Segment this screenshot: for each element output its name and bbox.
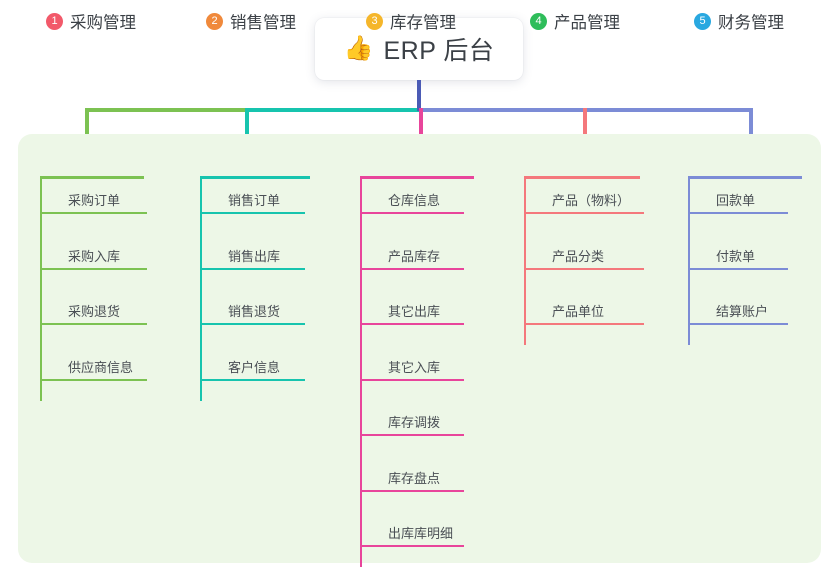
leaf-rule (524, 267, 644, 270)
branch-title-2: 销售管理 (230, 14, 296, 32)
leaf-rule (40, 212, 147, 214)
branch-header-1[interactable]: 1 采购管理 (46, 9, 136, 33)
leaf-rule (360, 212, 464, 214)
root-node[interactable]: 👍 ERP 后台 (315, 18, 523, 80)
leaf-label: 客户信息 (228, 359, 281, 375)
leaf-label: 其它出库 (388, 304, 441, 319)
leaf-label: 结算账户 (716, 304, 769, 319)
leaf-label: 销售退货 (228, 304, 281, 319)
branch-badge-2: 2 (206, 12, 223, 30)
branch-badge-1: 1 (46, 12, 63, 30)
branch-spine-5 (688, 176, 690, 345)
leaf-rule (688, 323, 788, 325)
leaf-label: 产品（物料） (552, 193, 631, 208)
leaf-rule (360, 434, 464, 436)
leaf-label: 销售订单 (228, 193, 281, 208)
branch-rule-1 (40, 176, 144, 179)
branch-badge-4: 4 (530, 12, 547, 30)
bar-segment-teal (245, 108, 419, 112)
leaf-rule (200, 323, 305, 325)
leaf-rule (360, 267, 464, 270)
leaf-rule (200, 212, 305, 214)
leaf-rule (40, 378, 147, 381)
leaf-rule (360, 545, 464, 547)
leaf-label: 采购退货 (68, 304, 121, 319)
branch-rule-2 (200, 176, 310, 179)
branch-rule-4 (524, 176, 640, 179)
branch-spine-3 (360, 176, 362, 567)
leaf-rule (524, 212, 644, 214)
leaf-label: 供应商信息 (68, 359, 134, 375)
leaf-label: 付款单 (716, 248, 756, 264)
leaf-label: 产品分类 (552, 248, 605, 264)
leaf-label: 其它入库 (388, 359, 441, 375)
leaf-label: 库存调拨 (388, 415, 441, 430)
leaf-label: 采购入库 (68, 248, 121, 264)
branch-badge-3: 3 (366, 12, 383, 30)
leaf-label: 出库库明细 (388, 526, 454, 541)
branch-title-1: 采购管理 (70, 14, 136, 32)
root-node-title: ERP 后台 (383, 37, 495, 65)
root-connector-line (417, 80, 421, 111)
branch-spine-2 (200, 176, 202, 401)
branch-title-4: 产品管理 (554, 14, 620, 32)
branch-rule-5 (688, 176, 802, 179)
thumbs-up-icon: 👍 (343, 35, 374, 62)
leaf-label: 产品单位 (552, 304, 605, 319)
leaf-rule (688, 267, 788, 270)
bar-segment-green (85, 108, 245, 112)
branch-header-5[interactable]: 5 财务管理 (694, 9, 784, 33)
branch-header-2[interactable]: 2 销售管理 (206, 9, 296, 33)
branch-title-3: 库存管理 (390, 14, 456, 32)
leaf-label: 产品库存 (388, 248, 441, 264)
branch-title-5: 财务管理 (718, 14, 784, 32)
branch-badge-5: 5 (694, 12, 711, 30)
leaf-rule (40, 267, 147, 270)
leaf-rule (200, 267, 305, 270)
leaf-label: 仓库信息 (388, 193, 441, 208)
leaf-rule (40, 323, 147, 325)
branch-spine-4 (524, 176, 526, 345)
leaf-rule (360, 323, 464, 325)
branch-rule-3 (360, 176, 474, 179)
leaf-rule (688, 212, 788, 214)
leaf-label: 回款单 (716, 193, 756, 208)
leaf-rule (360, 489, 464, 492)
leaf-label: 采购订单 (68, 193, 121, 208)
branch-spine-1 (40, 176, 42, 401)
leaf-label: 库存盘点 (388, 470, 441, 486)
leaf-label: 销售出库 (228, 248, 281, 264)
leaf-rule (360, 378, 464, 381)
leaf-rule (200, 378, 305, 381)
branch-header-4[interactable]: 4 产品管理 (530, 9, 620, 33)
leaf-rule (524, 323, 644, 325)
branch-header-3[interactable]: 3 库存管理 (366, 9, 456, 33)
branches-panel (18, 134, 821, 563)
